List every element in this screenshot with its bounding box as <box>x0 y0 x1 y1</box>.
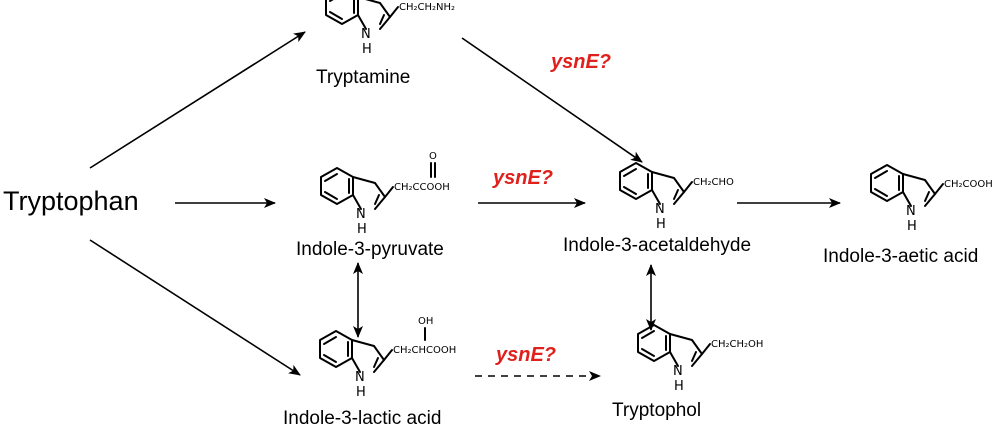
enzyme-label-middle: ysnE? <box>492 167 553 189</box>
iacetaldehyde-label: Indole-3-acetaldehyde <box>563 235 751 256</box>
iacetaldehyde-n: N <box>655 202 665 217</box>
tryptophol-n: N <box>673 364 683 379</box>
iacetaldehyde-h: H <box>656 217 666 232</box>
ilactic-h: H <box>356 385 366 400</box>
tryptamine-label: Tryptamine <box>316 67 410 88</box>
ilactic-label: Indole-3-lactic acid <box>283 408 441 429</box>
ilactic-sidechain: CH₂CHCOOH <box>393 345 456 356</box>
iacetaldehyde-sidechain: CH₂CHO <box>693 177 734 188</box>
iaa-sidechain: CH₂COOH <box>944 179 993 190</box>
tryptophan-label: Tryptophan <box>3 186 139 216</box>
enzyme-label-top: ysnE? <box>550 51 611 73</box>
tryptamine-sidechain: CH₂CH₂NH₂ <box>399 2 455 13</box>
ilactic-hydroxyl: OH <box>418 316 433 327</box>
ipyruvate-oxygen: O <box>429 151 437 162</box>
tryptophol-structure: CH₂CH₂OH N H <box>637 324 763 394</box>
ipyruvate-label: Indole-3-pyruvate <box>296 239 444 260</box>
iaa-label: Indole-3-aetic acid <box>823 246 978 267</box>
ipyruvate-h: H <box>357 222 367 237</box>
ilactic-structure: CH₂CHCOOH OH N H <box>319 316 456 400</box>
iaa-h: H <box>907 219 917 234</box>
ipyruvate-sidechain: CH₂CCOOH <box>394 182 450 193</box>
iaa-structure: CH₂COOH N H <box>870 164 993 234</box>
tryptophol-sidechain: CH₂CH₂OH <box>711 339 763 350</box>
tryptamine-h: H <box>362 42 372 57</box>
tryptamine-n: N <box>361 27 371 42</box>
iaa-n: N <box>906 204 916 219</box>
ipyruvate-structure: CH₂CCOOH O N H <box>320 151 450 237</box>
ilactic-n: N <box>355 370 365 385</box>
tryptophol-h: H <box>674 379 684 394</box>
arrow-trp-to-ilactic <box>89 239 301 376</box>
arrow-tryptamine-to-iacetaldehyde <box>461 37 643 163</box>
ipyruvate-n: N <box>356 207 366 222</box>
arrow-trp-to-tryptamine <box>89 31 306 169</box>
tryptamine-structure: CH₂CH₂NH₂ N H <box>325 0 455 57</box>
enzyme-label-bottom: ysnE? <box>495 344 556 366</box>
iacetaldehyde-structure: CH₂CHO N H <box>619 162 734 232</box>
tryptophol-label: Tryptophol <box>612 400 701 421</box>
